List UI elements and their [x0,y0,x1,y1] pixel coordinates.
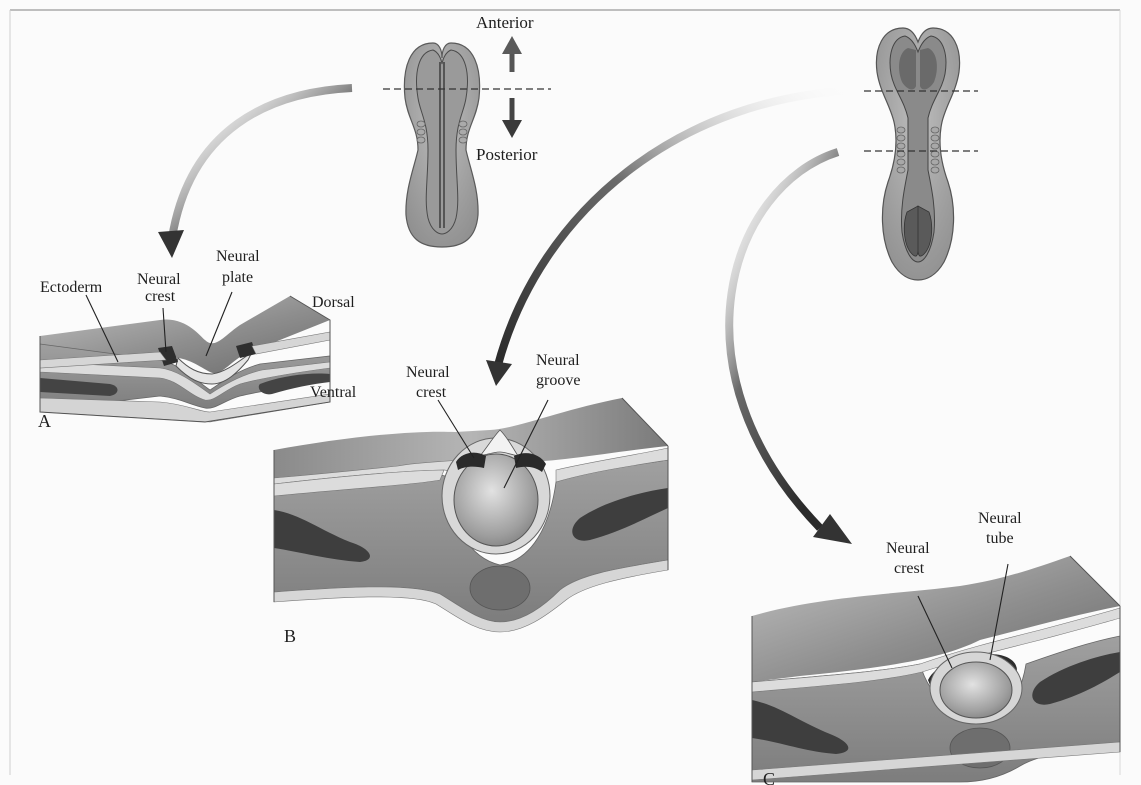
neural-plate-label-2: plate [222,269,253,286]
dorsal-label: Dorsal [312,294,355,311]
neural-crest-a-label-2: crest [145,288,176,305]
neural-crest-a-label-1: Neural [137,271,181,288]
neural-tube-label-1: Neural [978,510,1022,527]
embryo-early [404,43,479,247]
section-a-block [40,296,330,422]
arrow-to-a-icon [158,88,352,258]
neural-crest-b-label-2: crest [416,384,447,401]
anterior-label: Anterior [476,13,534,32]
arrow-to-b-icon [486,90,860,386]
neural-tube-label-2: tube [986,530,1014,547]
panel-c-label: C [763,769,775,785]
neural-crest-c-label-1: Neural [886,540,930,557]
section-b-block [274,398,668,632]
neural-groove-label-1: Neural [536,352,580,369]
neural-crest-b-label-1: Neural [406,364,450,381]
neural-plate-label-1: Neural [216,248,260,265]
axis-arrow-icon [502,36,522,138]
ectoderm-label: Ectoderm [40,279,103,296]
panel-a-label: A [38,411,51,431]
section-c-block [752,556,1120,782]
neural-groove-label-2: groove [536,372,580,389]
neural-crest-c-label-2: crest [894,560,925,577]
arrow-to-c-icon [729,152,852,544]
posterior-label: Posterior [476,145,538,164]
ventral-label: Ventral [310,384,357,401]
panel-b-label: B [284,626,296,646]
embryo-late [876,28,959,280]
